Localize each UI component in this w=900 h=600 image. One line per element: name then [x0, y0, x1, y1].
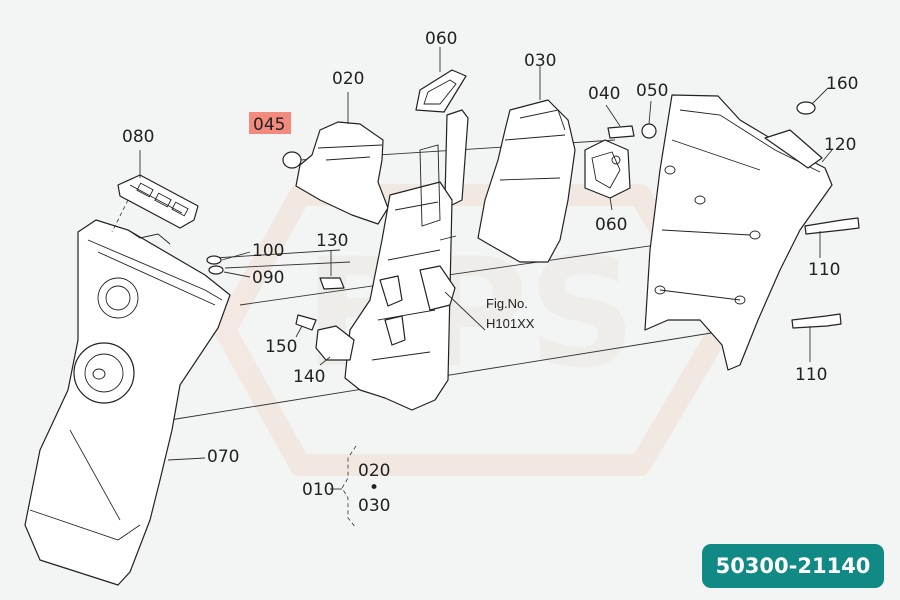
cover-030	[477, 66, 576, 263]
part-code-badge: 50300-21140	[702, 544, 884, 588]
label-050: 050	[636, 81, 668, 101]
label-090: 090	[252, 268, 284, 288]
switch-panel-080	[111, 150, 199, 233]
label-060-lower: 060	[595, 215, 627, 235]
side-cover-120	[644, 94, 833, 371]
label-120: 120	[824, 135, 856, 155]
label-130: 130	[316, 231, 348, 251]
group-brace-010	[330, 445, 357, 529]
label-040: 040	[588, 84, 620, 104]
label-100: 100	[252, 241, 284, 261]
fig-ref-line1: Fig.No.	[486, 296, 528, 311]
label-020-group: 020	[358, 461, 390, 481]
label-070: 070	[207, 447, 239, 467]
label-110-lower: 110	[795, 365, 827, 385]
grommet-060-upper	[415, 47, 467, 113]
bolt-110-upper	[804, 217, 860, 258]
boot-060-lower	[584, 139, 631, 211]
cover-020	[295, 92, 389, 225]
screw-040	[605, 104, 635, 139]
nut-050	[641, 100, 657, 139]
cover-070	[24, 219, 231, 586]
frame-bracket	[344, 109, 469, 411]
fig-ref-line2: H101XX	[486, 316, 535, 331]
plug-045	[249, 112, 302, 169]
screw-150	[295, 314, 317, 338]
label-160: 160	[826, 74, 858, 94]
bolt-110-lower	[791, 313, 842, 362]
label-045: 045	[253, 115, 285, 135]
label-010: 010	[302, 480, 334, 500]
label-080: 080	[122, 127, 154, 147]
screw-130	[319, 250, 345, 290]
washers-100-090	[206, 251, 251, 278]
fig-ref-leader	[444, 291, 486, 331]
label-030-group: 030	[358, 496, 390, 516]
label-140: 140	[293, 367, 325, 387]
highlight-045	[249, 112, 291, 134]
label-060-upper: 060	[425, 29, 457, 49]
label-030: 030	[524, 51, 556, 71]
bracket-140	[315, 325, 355, 366]
cap-160	[796, 87, 829, 115]
label-group-dot: •	[369, 478, 379, 498]
label-150: 150	[265, 337, 297, 357]
leader-070	[167, 457, 206, 461]
label-110-upper: 110	[808, 260, 840, 280]
label-020: 020	[332, 69, 364, 89]
